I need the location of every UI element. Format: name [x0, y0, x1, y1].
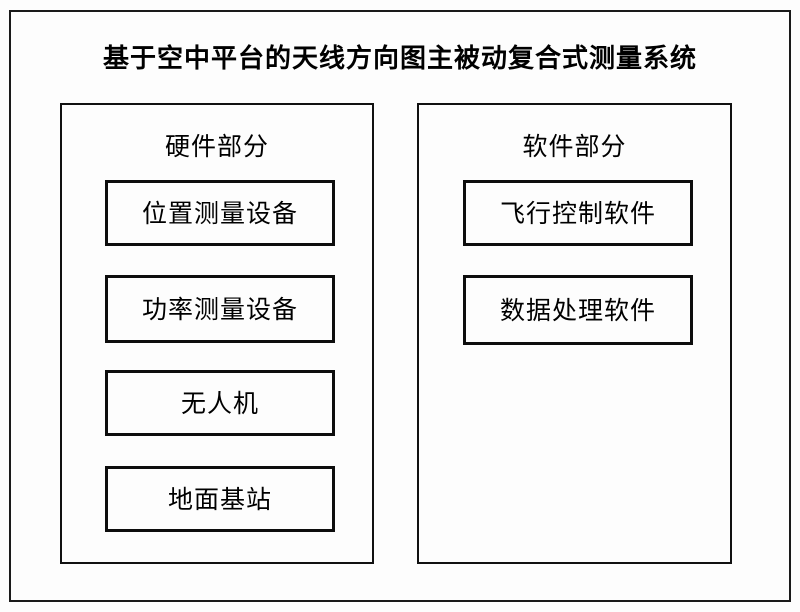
node-label: 地面基站: [167, 484, 272, 514]
panel-hardware: 硬件部分 位置测量设备 功率测量设备 无人机 地面基站: [60, 103, 374, 564]
node-label: 功率测量设备: [141, 294, 298, 324]
panel-software: 软件部分 飞行控制软件 数据处理软件: [417, 103, 732, 564]
panel-heading-hardware: 硬件部分: [164, 132, 269, 161]
panel-heading-software: 软件部分: [522, 132, 627, 161]
node-label: 飞行控制软件: [499, 198, 656, 228]
node-box-position-measurement-device[interactable]: 位置测量设备: [105, 180, 335, 246]
node-box-data-processing-software[interactable]: 数据处理软件: [463, 275, 693, 345]
node-box-ground-station[interactable]: 地面基站: [105, 466, 335, 532]
node-box-uav[interactable]: 无人机: [105, 370, 335, 436]
node-box-power-measurement-device[interactable]: 功率测量设备: [105, 275, 335, 343]
node-box-flight-control-software[interactable]: 飞行控制软件: [463, 180, 693, 246]
node-label: 数据处理软件: [499, 295, 656, 325]
node-label: 无人机: [180, 388, 259, 418]
diagram-title: 基于空中平台的天线方向图主被动复合式测量系统: [102, 44, 697, 74]
node-label: 位置测量设备: [141, 198, 298, 228]
